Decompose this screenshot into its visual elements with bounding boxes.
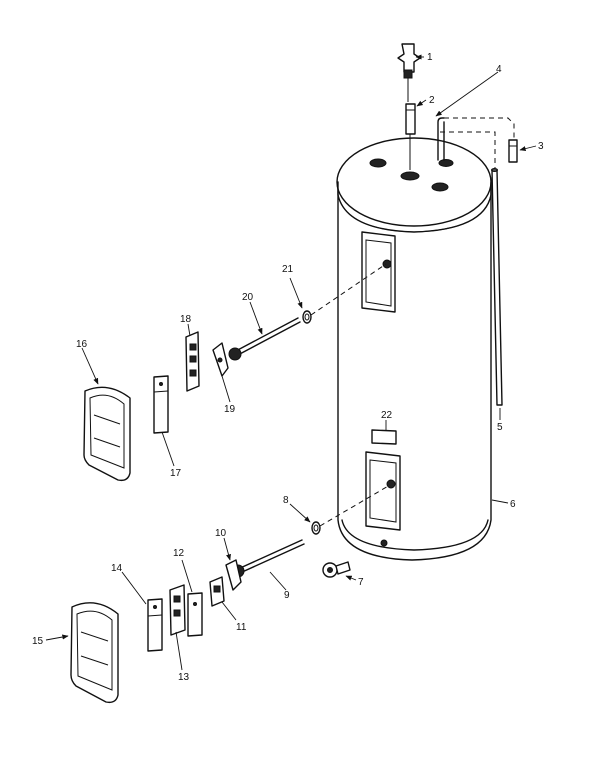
part-21-gasket (302, 310, 312, 324)
label-2: 2 (429, 95, 435, 106)
label-6: 6 (510, 499, 516, 510)
part-8-gasket (311, 521, 321, 535)
label-10: 10 (215, 528, 227, 539)
part-22-label-plate (371, 429, 397, 445)
label-16: 16 (76, 339, 88, 350)
label-20: 20 (242, 292, 254, 303)
label-8: 8 (283, 495, 289, 506)
part-7-drain-valve (322, 561, 351, 578)
label-11: 11 (236, 622, 247, 633)
label-22: 22 (381, 410, 393, 421)
part-3-fitting (508, 139, 518, 163)
part-1-relief-valve (397, 43, 421, 102)
part-16-access-cover (83, 386, 131, 482)
label-13: 13 (178, 672, 190, 683)
part-15-access-cover (70, 602, 119, 704)
label-4: 4 (496, 64, 502, 75)
label-14: 14 (111, 563, 123, 574)
label-19: 19 (224, 404, 236, 415)
part-2-nipple (405, 103, 416, 170)
water-heater-tank (336, 137, 492, 561)
label-9: 9 (284, 590, 290, 601)
label-21: 21 (282, 264, 294, 275)
part-20-heating-element (228, 317, 301, 361)
part-10-bracket (225, 559, 242, 591)
part-17-insulation-pad (153, 375, 169, 434)
label-18: 18 (180, 314, 192, 325)
part-number-labels: 1 2 3 4 5 6 7 8 9 10 11 12 13 14 15 16 1… (32, 52, 544, 683)
label-15: 15 (32, 636, 44, 647)
part-9-heating-element (231, 539, 305, 578)
label-1: 1 (427, 52, 433, 63)
label-12: 12 (173, 548, 185, 559)
part-4-dip-tube (437, 117, 445, 161)
label-5: 5 (497, 422, 503, 433)
part-13-thermostat (169, 584, 186, 636)
part-12-insulation-pad (187, 592, 203, 637)
part-14-insulation-pad (147, 598, 163, 652)
part-18-thermostat (185, 331, 200, 392)
label-3: 3 (538, 141, 544, 152)
leader-lines (45, 54, 537, 671)
part-19-bracket (212, 342, 229, 377)
label-17: 17 (170, 468, 182, 479)
part-11-thermostat (209, 576, 225, 607)
part-5-pipe (491, 168, 503, 406)
label-7: 7 (358, 577, 364, 588)
